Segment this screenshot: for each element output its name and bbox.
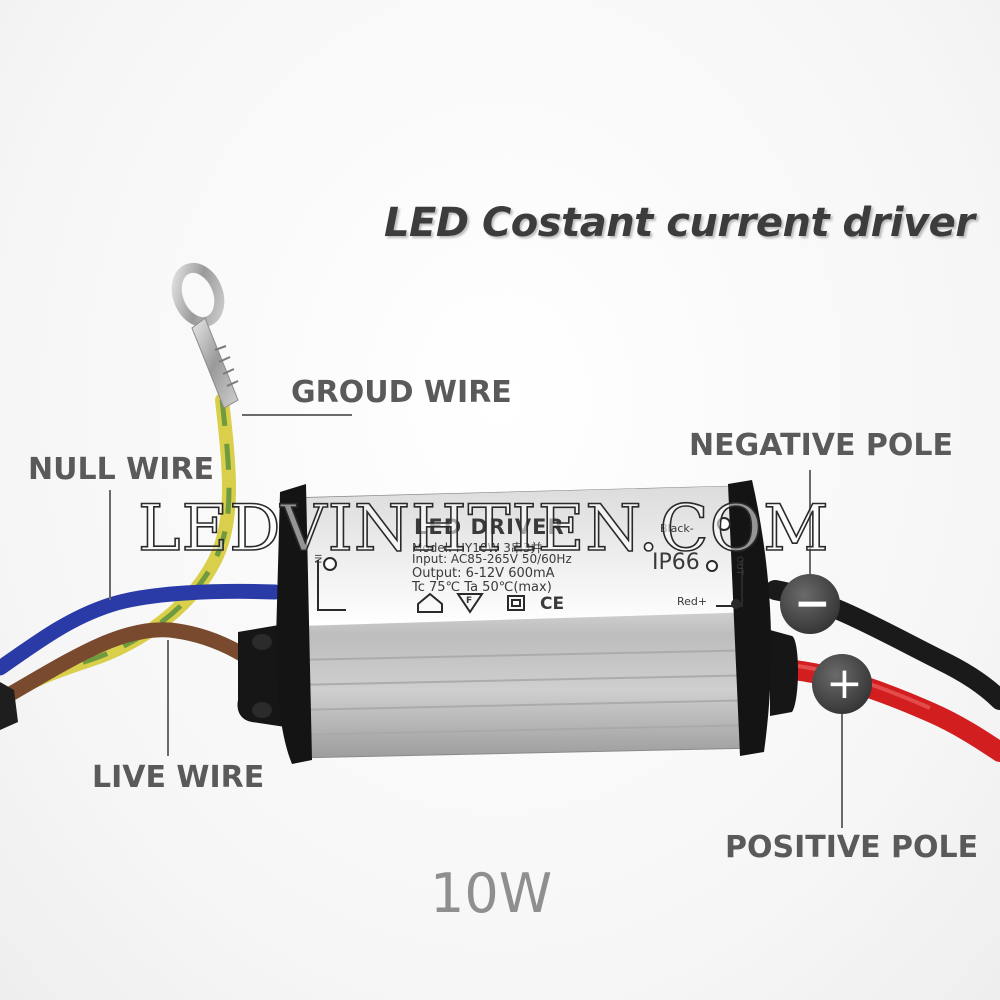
live-wire-label: LIVE WIRE xyxy=(92,760,265,795)
f-mark: F xyxy=(466,596,473,606)
device-model: Model: HY10W 3串3并 xyxy=(412,541,543,555)
blue-null-wire xyxy=(0,583,283,676)
cable-sheath xyxy=(0,682,18,730)
ce-mark: CE xyxy=(540,594,565,614)
positive-pole-badge xyxy=(812,654,872,714)
label-frame xyxy=(317,517,743,611)
watermark: LEDVINHTIEN.COM xyxy=(137,491,830,567)
ground-wire-label: GROUD WIRE xyxy=(291,375,512,410)
ring-terminal xyxy=(171,262,239,409)
positive-symbol: + xyxy=(826,658,863,709)
negative-symbol: − xyxy=(794,578,831,629)
null-wire-label: NULL WIRE xyxy=(28,452,214,487)
black-terminal-label: Black- xyxy=(660,522,694,535)
negative-pole-badge xyxy=(780,574,840,634)
negative-pole-label: NEGATIVE POLE xyxy=(689,428,953,463)
red-terminal-label: Red+ xyxy=(677,595,708,608)
driver-housing xyxy=(237,480,798,764)
ip-rating: IP66 xyxy=(652,550,700,575)
device-output: Output: 6-12V 600mA xyxy=(412,566,555,581)
wattage-label: 10W xyxy=(430,862,553,925)
certification-icons xyxy=(417,592,525,614)
leader-lines xyxy=(109,414,843,828)
device-title: LED DRIVER xyxy=(414,515,565,539)
positive-pole-label: POSITIVE POLE xyxy=(725,830,979,865)
device-temperatures: Tc 75℃ Ta 50℃(max) xyxy=(412,580,552,595)
headline: LED Costant current driver xyxy=(384,200,975,246)
device-input: Input: AC85-265V 50/60Hz xyxy=(412,552,572,566)
